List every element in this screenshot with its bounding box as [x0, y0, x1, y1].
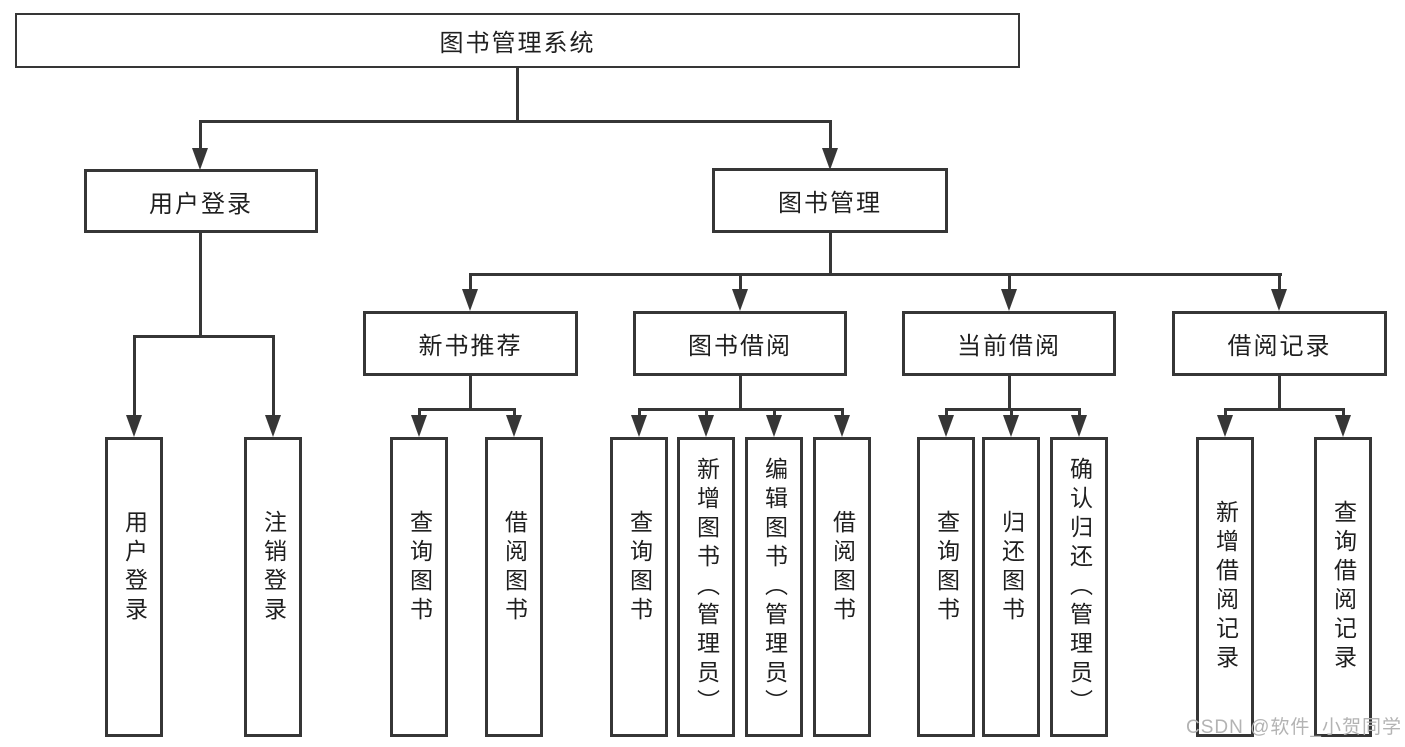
- connector-login-drop-1: [133, 335, 136, 415]
- node-leaf-edit-book-admin: 编辑图书（管理员）: [745, 437, 803, 737]
- arrow-down-icon: [1001, 289, 1017, 311]
- node-book-mgmt: 图书管理: [712, 168, 948, 233]
- leaf-label: 新增图书（管理员）: [693, 456, 720, 718]
- arrow-down-icon: [1335, 415, 1351, 437]
- leaf-label: 用户登录: [121, 510, 148, 626]
- arrow-down-icon: [1217, 415, 1233, 437]
- arrow-down-icon: [822, 148, 838, 170]
- connector-root-rail: [199, 120, 832, 123]
- leaf-label: 归还图书: [998, 510, 1025, 626]
- connector-rec-drop-2: [513, 408, 516, 417]
- connector-root-drop-right: [829, 120, 832, 150]
- connector-root-stem: [516, 68, 519, 122]
- connector-mgmt-drop-4: [1278, 273, 1281, 291]
- connector-borrow-stem: [739, 376, 742, 410]
- leaf-label: 新增借阅记录: [1212, 500, 1239, 674]
- node-new-book-rec-label: 新书推荐: [418, 333, 523, 360]
- node-root: 图书管理系统: [15, 13, 1020, 68]
- node-book-borrow: 图书借阅: [633, 311, 847, 376]
- node-current-borrow: 当前借阅: [902, 311, 1116, 376]
- node-leaf-query-book-borrow: 查询图书: [610, 437, 668, 737]
- connector-rec-drop-1: [418, 408, 421, 417]
- arrow-down-icon: [834, 415, 850, 437]
- arrow-down-icon: [631, 415, 647, 437]
- node-leaf-query-borrow-record: 查询借阅记录: [1314, 437, 1372, 737]
- arrow-down-icon: [732, 289, 748, 311]
- connector-rec-stem: [469, 376, 472, 410]
- node-leaf-query-book-rec: 查询图书: [390, 437, 448, 737]
- arrow-down-icon: [1071, 415, 1087, 437]
- arrow-down-icon: [1003, 415, 1019, 437]
- node-user-login: 用户登录: [84, 169, 318, 233]
- node-borrow-record: 借阅记录: [1172, 311, 1387, 376]
- connector-rec-rail: [418, 408, 516, 411]
- node-root-label: 图书管理系统: [439, 30, 596, 57]
- leaf-label: 借阅图书: [829, 510, 856, 626]
- connector-root-drop-left: [199, 120, 202, 150]
- node-leaf-confirm-return-admin: 确认归还（管理员）: [1050, 437, 1108, 737]
- node-book-borrow-label: 图书借阅: [688, 333, 792, 360]
- arrow-down-icon: [462, 289, 478, 311]
- leaf-label: 编辑图书（管理员）: [761, 456, 788, 718]
- leaf-label: 查询图书: [406, 510, 433, 626]
- connector-current-drop-3: [1078, 408, 1081, 417]
- connector-login-drop-2: [272, 335, 275, 415]
- connector-login-rail: [133, 335, 275, 338]
- connector-current-rail: [945, 408, 1081, 411]
- arrow-down-icon: [265, 415, 281, 437]
- node-leaf-add-borrow-record: 新增借阅记录: [1196, 437, 1254, 737]
- connector-borrow-drop-4: [841, 408, 844, 417]
- connector-record-rail: [1224, 408, 1345, 411]
- node-current-borrow-label: 当前借阅: [957, 333, 1061, 360]
- node-leaf-add-book-admin: 新增图书（管理员）: [677, 437, 735, 737]
- node-leaf-return-book: 归还图书: [982, 437, 1040, 737]
- connector-record-drop-1: [1224, 408, 1227, 417]
- connector-mgmt-drop-1: [469, 273, 472, 291]
- connector-current-drop-2: [1010, 408, 1013, 417]
- node-leaf-borrow-book-rec: 借阅图书: [485, 437, 543, 737]
- connector-borrow-drop-1: [638, 408, 641, 417]
- arrow-down-icon: [766, 415, 782, 437]
- connector-mgmt-stem: [829, 233, 832, 275]
- connector-mgmt-drop-3: [1008, 273, 1011, 291]
- arrow-down-icon: [938, 415, 954, 437]
- connector-current-stem: [1008, 376, 1011, 410]
- node-leaf-logout: 注销登录: [244, 437, 302, 737]
- node-book-mgmt-label: 图书管理: [778, 190, 882, 217]
- csdn-watermark: CSDN @软件_小贺同学: [1186, 717, 1402, 738]
- node-leaf-query-book-current: 查询图书: [917, 437, 975, 737]
- arrow-down-icon: [411, 415, 427, 437]
- node-leaf-borrow-book-borrow: 借阅图书: [813, 437, 871, 737]
- leaf-label: 注销登录: [260, 510, 287, 626]
- arrow-down-icon: [126, 415, 142, 437]
- arrow-down-icon: [506, 415, 522, 437]
- connector-mgmt-rail: [469, 273, 1282, 276]
- node-user-login-label: 用户登录: [149, 190, 253, 218]
- leaf-label: 查询图书: [933, 510, 960, 626]
- connector-record-drop-2: [1342, 408, 1345, 417]
- connector-borrow-drop-2: [705, 408, 708, 417]
- connector-borrow-rail: [638, 408, 844, 411]
- node-new-book-rec: 新书推荐: [363, 311, 578, 376]
- node-leaf-user-login: 用户登录: [105, 437, 163, 737]
- connector-login-stem: [199, 233, 202, 337]
- leaf-label: 借阅图书: [501, 510, 528, 626]
- leaf-label: 查询借阅记录: [1330, 500, 1357, 674]
- connector-current-drop-1: [945, 408, 948, 417]
- arrow-down-icon: [192, 148, 208, 170]
- connector-record-stem: [1278, 376, 1281, 410]
- leaf-label: 查询图书: [626, 510, 653, 626]
- arrow-down-icon: [1271, 289, 1287, 311]
- leaf-label: 确认归还（管理员）: [1066, 456, 1093, 718]
- node-borrow-record-label: 借阅记录: [1227, 333, 1332, 360]
- connector-mgmt-drop-2: [739, 273, 742, 291]
- arrow-down-icon: [698, 415, 714, 437]
- connector-borrow-drop-3: [773, 408, 776, 417]
